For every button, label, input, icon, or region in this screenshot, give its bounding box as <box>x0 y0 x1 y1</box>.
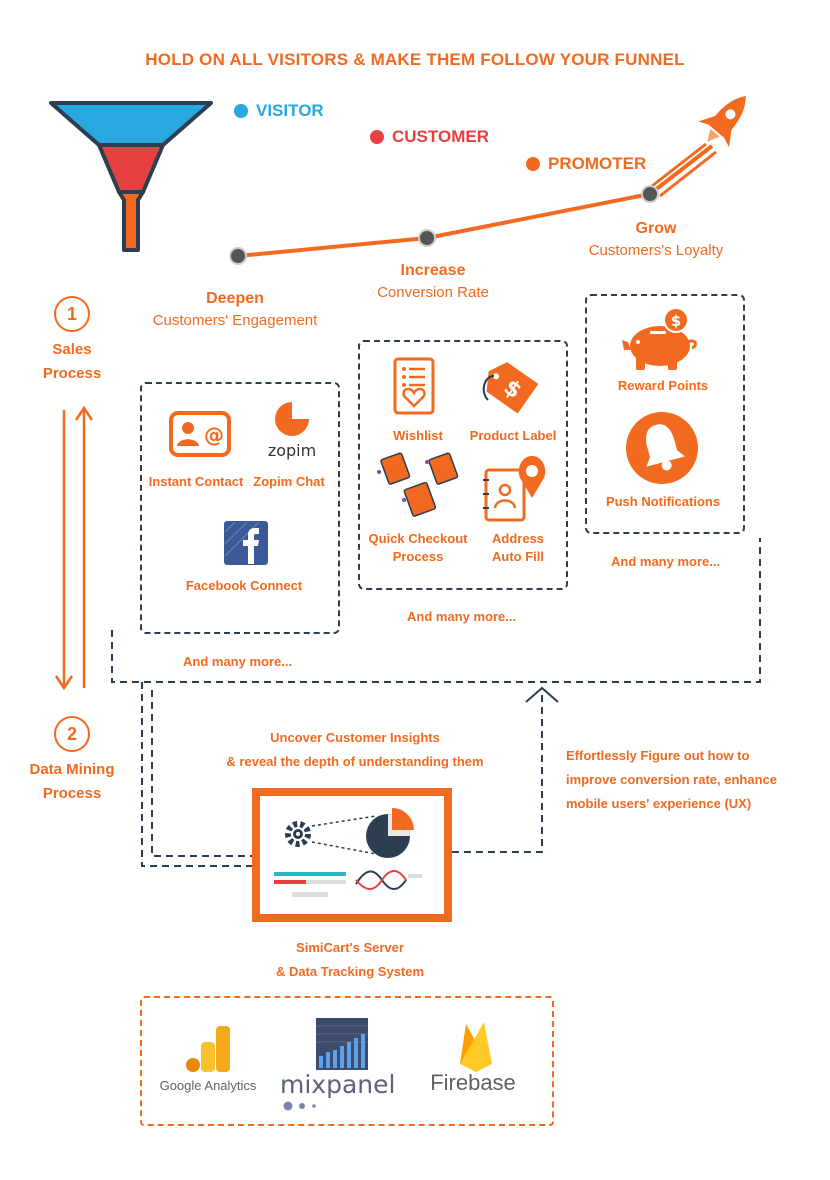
engagement-features-box <box>140 382 340 634</box>
legend-visitor: VISITOR <box>234 101 324 121</box>
server-caption: SimiCart's Server & Data Tracking System <box>220 936 480 984</box>
mining-process: 2 Data Mining Process <box>14 716 130 806</box>
figure-out-line-3: mobile users' experience (UX) <box>566 796 752 811</box>
facebook-connect-label: Facebook Connect <box>185 578 303 593</box>
box3-more-text: And many more... <box>611 554 721 569</box>
stage-grow: Grow Customers's Loyalty <box>566 220 746 259</box>
box1-more-text: And many more... <box>183 654 293 669</box>
growth-point <box>641 185 659 203</box>
quick-checkout-label-1: Quick Checkout <box>368 531 468 546</box>
reward-points-label: Reward Points <box>617 378 709 393</box>
firebase-label: Firebase <box>430 1070 516 1095</box>
conversion-features-box <box>358 340 568 590</box>
stage-deepen-sub: Customers' Engagement <box>152 312 318 329</box>
server-caption-line-2: & Data Tracking System <box>275 964 425 979</box>
zopim-chat-label: Zopim Chat <box>253 474 325 489</box>
funnel-icon <box>49 101 213 252</box>
push-notification-bell-icon <box>626 412 698 484</box>
sales-number-badge: 1 <box>54 296 90 332</box>
server-dashboard-icon <box>252 788 452 922</box>
insights-line-2: & reveal the depth of understanding them <box>226 754 484 769</box>
stage-grow-heading: Grow <box>635 220 677 237</box>
legend-visitor-label: VISITOR <box>256 101 324 120</box>
mixpanel-logo-icon <box>316 1018 368 1070</box>
stage-increase-sub: Conversion Rate <box>377 284 489 301</box>
loyalty-features-box <box>585 294 745 534</box>
sales-label-2: Process <box>42 365 102 382</box>
mixpanel-label: mixpanel <box>280 1070 396 1099</box>
legend-promoter: PROMOTER <box>526 154 646 174</box>
push-notifications-label: Push Notifications <box>605 494 721 509</box>
mixpanel-dots-icon <box>283 1101 316 1111</box>
customer-dot-icon <box>370 130 384 144</box>
server-caption-line-1: SimiCart's Server <box>296 940 404 955</box>
instant-contact-label: Instant Contact <box>148 474 244 489</box>
instant-contact-icon: @ <box>169 411 231 457</box>
google-analytics-label: Google Analytics <box>159 1078 257 1093</box>
address-label-1: Address <box>491 531 545 546</box>
rocket-icon <box>698 95 746 148</box>
stage-deepen-heading: Deepen <box>206 290 264 307</box>
zopim-logo-text: zopim <box>268 441 316 460</box>
stage-grow-sub: Customers's Loyalty <box>588 242 724 259</box>
legend-customer: CUSTOMER <box>370 127 489 147</box>
piggy-bank-icon: $ <box>622 307 697 370</box>
wishlist-icon <box>393 357 435 415</box>
mining-label-2: Process <box>42 785 102 802</box>
figure-out-line-2: improve conversion rate, enhance <box>566 772 777 787</box>
growth-point <box>418 229 436 247</box>
svg-text:$: $ <box>671 312 681 330</box>
box2-more-text: And many more... <box>407 609 517 624</box>
zopim-logo-icon: zopim <box>268 402 316 460</box>
stage-increase: Increase Conversion Rate <box>340 262 526 301</box>
quick-checkout-icon <box>377 452 459 517</box>
address-label-2: Auto Fill <box>492 549 544 564</box>
page-title: HOLD ON ALL VISITORS & MAKE THEM FOLLOW … <box>145 50 685 69</box>
wishlist-label: Wishlist <box>393 428 443 443</box>
facebook-icon <box>224 521 268 565</box>
svg-text:@: @ <box>204 423 224 447</box>
sales-label-1: Sales <box>52 341 92 358</box>
figure-out-line-1: Effortlessly Figure out how to <box>566 748 750 763</box>
visitor-dot-icon <box>234 104 248 118</box>
sales-process: 1 Sales Process <box>22 296 122 386</box>
legend-customer-label: CUSTOMER <box>392 127 489 146</box>
legend-promoter-label: PROMOTER <box>548 154 647 173</box>
product-label-icon: $ <box>482 362 539 414</box>
stage-deepen: Deepen Customers' Engagement <box>130 290 340 329</box>
mining-number-badge: 2 <box>54 716 90 752</box>
product-label-label: Product Label <box>469 428 557 443</box>
bidirectional-arrows-icon <box>54 405 94 691</box>
google-analytics-logo-icon <box>186 1026 230 1072</box>
promoter-dot-icon <box>526 157 540 171</box>
firebase-logo-icon <box>460 1022 492 1072</box>
quick-checkout-label-2: Process <box>392 549 444 564</box>
growth-point <box>229 247 247 265</box>
insights-text: Uncover Customer Insights & reveal the d… <box>200 726 510 774</box>
analytics-tools-box <box>140 996 554 1126</box>
growth-line <box>229 95 746 265</box>
address-autofill-icon <box>483 456 546 522</box>
insights-line-1: Uncover Customer Insights <box>270 730 440 745</box>
figure-out-text: Effortlessly Figure out how to improve c… <box>566 744 806 816</box>
stage-increase-heading: Increase <box>400 262 466 279</box>
mining-label-1: Data Mining <box>29 761 115 778</box>
